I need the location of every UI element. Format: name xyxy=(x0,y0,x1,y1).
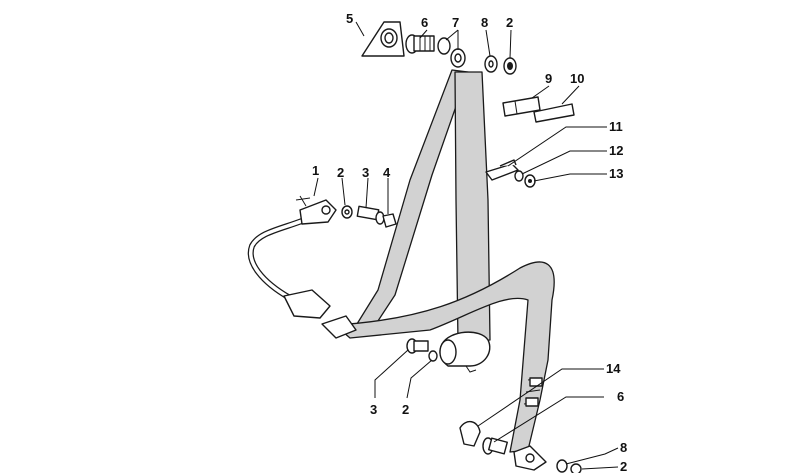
callout-lower-14: 14 xyxy=(606,361,621,376)
cover-cap-9 xyxy=(502,96,541,117)
callout-labels: 5 6 7 8 2 9 10 11 12 13 1 2 3 4 3 2 14 6… xyxy=(312,11,627,473)
lower-anchor-cover xyxy=(459,421,481,447)
left-nut xyxy=(382,213,397,228)
retractor-washer xyxy=(428,350,438,362)
left-washer xyxy=(341,205,353,219)
callout-retractor-3: 3 xyxy=(370,402,377,417)
guide-bracket-11 xyxy=(485,159,519,181)
upper-nut xyxy=(503,57,517,75)
callout-mid-12: 12 xyxy=(609,143,623,158)
buckle-cable xyxy=(247,212,318,301)
lower-anchor-plate xyxy=(513,445,547,471)
callout-mid-11: 11 xyxy=(609,119,623,134)
callout-retractor-2: 2 xyxy=(402,402,409,417)
callout-left-1: 1 xyxy=(312,163,319,178)
callout-upper-10: 10 xyxy=(570,71,584,86)
lower-nut xyxy=(570,463,582,473)
nut-13 xyxy=(524,174,536,188)
callout-top-8: 8 xyxy=(481,15,488,30)
cover-cap-10 xyxy=(533,103,575,123)
callout-left-3: 3 xyxy=(362,165,369,180)
buckle-housing xyxy=(283,289,357,339)
callout-top-6: 6 xyxy=(421,15,428,30)
callout-top-2: 2 xyxy=(506,15,513,30)
buckle-anchor-plate xyxy=(295,195,337,225)
lower-anchor-bolt xyxy=(482,437,508,455)
upper-anchor-bracket xyxy=(361,21,405,57)
callout-top-5: 5 xyxy=(346,11,353,26)
belt-webbing xyxy=(334,69,555,453)
callout-lower-2: 2 xyxy=(620,459,627,473)
callout-upper-9: 9 xyxy=(545,71,552,86)
callout-top-7: 7 xyxy=(452,15,459,30)
callout-left-4: 4 xyxy=(383,165,391,180)
retractor-unit xyxy=(439,331,491,373)
callout-mid-13: 13 xyxy=(609,166,623,181)
callout-lower-8: 8 xyxy=(620,440,627,455)
upper-spacer-pair xyxy=(437,37,466,68)
leader-lines xyxy=(313,21,619,470)
callout-lower-6: 6 xyxy=(617,389,624,404)
left-bolt xyxy=(356,205,385,225)
lower-washer xyxy=(556,459,568,473)
upper-anchor-bolt xyxy=(405,34,435,54)
callout-left-2: 2 xyxy=(337,165,344,180)
retractor-bolt xyxy=(406,338,429,354)
upper-washer xyxy=(484,55,498,73)
washer-12 xyxy=(514,170,524,182)
